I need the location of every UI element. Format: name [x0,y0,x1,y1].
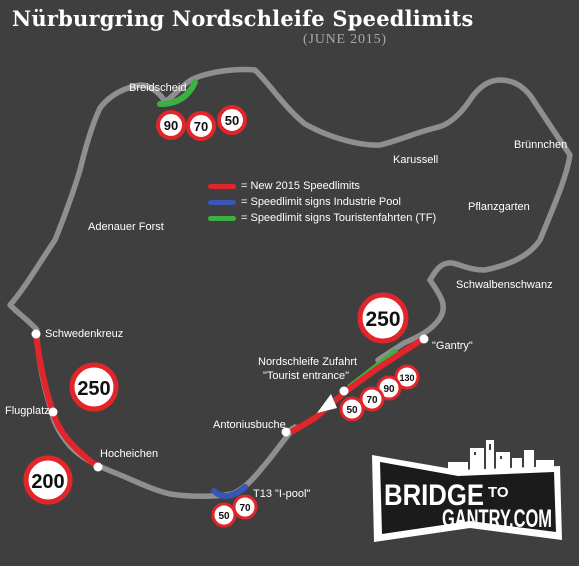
svg-text:250: 250 [365,308,400,331]
legend-label-tf: = Speedlimit signs Touristenfahrten (TF) [241,212,437,224]
logo-bridge: BRIDGE [384,479,484,512]
map-title: Nürburgring Nordschleife Speedlimits [12,6,474,31]
sign-breidscheid-50: 50 [217,105,247,135]
label-hocheichen: Hocheichen [100,448,158,460]
sign-entrance-70: 70 [359,386,385,412]
label-brunnchen: Brünnchen [514,139,567,151]
svg-text:70: 70 [366,395,378,406]
label-schwalbenschwanz: Schwalbenschwanz [456,279,553,291]
label-antoniusbuche: Antoniusbuche [213,419,286,431]
sign-ipool-50: 50 [211,502,237,528]
label-breidscheid: Breidscheid [129,82,186,94]
svg-text:90: 90 [164,118,178,133]
dot-hocheichen [93,462,103,472]
label-schwedenkreuz: Schwedenkreuz [45,328,123,340]
legend-item-industrie: = Speedlimit signs Industrie Pool [208,194,436,210]
label-gantry: "Gantry" [432,340,473,352]
svg-text:50: 50 [346,405,358,416]
legend-label-industrie: = Speedlimit signs Industrie Pool [241,196,401,208]
svg-text:70: 70 [239,503,251,514]
sign-entrance-130: 130 [394,364,420,390]
sign-schwedenkreuz-250: 250 [69,362,119,412]
svg-text:50: 50 [218,511,230,522]
direction-arrow [317,394,337,413]
label-zufahrt-line1: Nordschleife Zufahrt [258,356,357,368]
svg-text:200: 200 [31,471,64,493]
map-subtitle: (JUNE 2015) [303,32,387,47]
label-flugplatz: Flugplatz [5,405,50,417]
svg-text:90: 90 [383,384,395,395]
dot-zufahrt [339,386,349,396]
legend-item-new: = New 2015 Speedlimits [208,178,436,194]
dot-schwedenkreuz [31,329,41,339]
legend-label-new: = New 2015 Speedlimits [241,180,360,192]
sign-ipool-70: 70 [232,494,258,520]
legend-swatch-red [208,183,236,189]
svg-text:250: 250 [77,378,110,400]
logo-to: TO [488,484,509,501]
sign-entrance-90: 90 [376,375,402,401]
industrie-pool-segment-t13 [211,484,248,499]
dot-antoniusbuche [281,427,291,437]
dot-flugplatz [48,407,58,417]
dot-gantry [419,334,429,344]
sign-hocheichen-200: 200 [23,455,73,505]
label-adenauer-forst: Adenauer Forst [88,221,164,233]
sign-gantry-250: 250 [357,292,409,344]
sign-breidscheid-70: 70 [186,111,216,141]
bridge-to-gantry-logo: BRIDGE TO GANTRY.COM [372,440,562,542]
svg-text:70: 70 [194,119,208,134]
label-pflanzgarten: Pflanzgarten [468,201,530,213]
sign-breidscheid-90: 90 [156,110,186,140]
legend-item-tf: = Speedlimit signs Touristenfahrten (TF) [208,210,436,226]
label-zufahrt-line2: "Tourist entrance" [263,370,349,382]
label-karussell: Karussell [393,154,438,166]
logo-gantry: GANTRY.COM [442,505,552,533]
svg-text:130: 130 [399,373,414,383]
label-t13: T13 "I-pool" [253,488,310,500]
legend: = New 2015 Speedlimits = Speedlimit sign… [208,178,436,226]
svg-text:50: 50 [225,113,239,128]
tf-segment-breidscheid [157,79,198,107]
legend-swatch-green [208,215,236,221]
sign-entrance-50: 50 [339,396,365,422]
legend-swatch-blue [208,199,236,205]
